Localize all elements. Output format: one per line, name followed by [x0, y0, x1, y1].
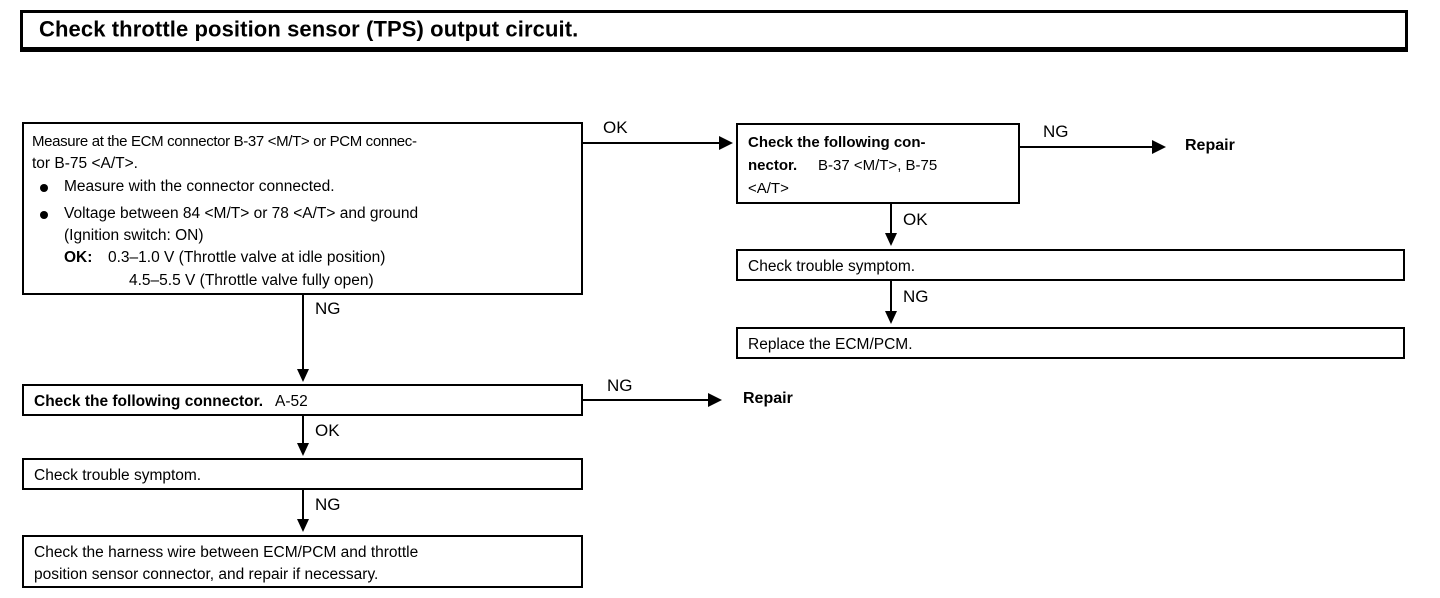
bullet-icon — [40, 211, 48, 219]
measure-box: Measure at the ECM connector B-37 <M/T> … — [22, 122, 583, 295]
connector-left-bold: Check the following connector. — [34, 393, 264, 410]
check-trouble-symptom-right-box: Check trouble symptom. — [736, 249, 1405, 281]
check-connector-left-box: Check the following connector. A-52 — [22, 384, 583, 416]
edge-trouble-left-to-harness — [302, 490, 304, 522]
check-harness-wire-box: Check the harness wire between ECM/PCM a… — [22, 535, 583, 588]
bullet-icon — [40, 184, 48, 192]
edge-label-ng-measure-connector-left: NG — [315, 299, 341, 318]
edge-connector-right-to-trouble — [890, 204, 892, 236]
trouble-right-text: Check trouble symptom. — [748, 258, 916, 275]
edge-label-ng-trouble-left-harness: NG — [315, 495, 341, 514]
edge-connector-left-to-trouble — [302, 416, 304, 446]
connector-right-bold-1: Check the following con- — [748, 134, 926, 151]
arrow-right-icon — [1152, 140, 1166, 154]
arrow-down-icon — [297, 369, 309, 382]
edge-measure-to-connector-right — [583, 142, 721, 144]
edge-label-ok-measure-connector: OK — [603, 118, 628, 137]
edge-measure-to-connector-left — [302, 295, 304, 372]
connector-right-bold-2: nector. — [748, 157, 798, 174]
measure-ok-label: OK: — [64, 249, 93, 266]
edge-label-ok-connector-left-trouble: OK — [315, 421, 340, 440]
edge-trouble-right-to-replace — [890, 281, 892, 313]
measure-ignition-note: (Ignition switch: ON) — [64, 227, 204, 244]
measure-bullet-1: Measure with the connector connected. — [64, 178, 335, 195]
replace-text: Replace the ECM/PCM. — [748, 336, 913, 353]
repair-terminal-top: Repair — [1185, 137, 1235, 154]
edge-label-ng-connector-left-repair: NG — [607, 376, 633, 395]
measure-ok-value-2: 4.5–5.5 V (Throttle valve fully open) — [129, 272, 374, 289]
connector-right-value-2: B-37 <M/T>, B-75 — [818, 157, 938, 174]
arrow-down-icon — [885, 311, 897, 324]
harness-line-2: position sensor connector, and repair if… — [34, 566, 379, 583]
arrow-right-icon — [708, 393, 722, 407]
arrow-down-icon — [297, 519, 309, 532]
check-connector-right-box: Check the following con- nector. B-37 <M… — [736, 123, 1020, 204]
edge-connector-right-to-repair — [1020, 146, 1154, 148]
connector-right-value-3: <A/T> — [748, 180, 789, 197]
measure-bullet-2: Voltage between 84 <M/T> or 78 <A/T> and… — [64, 205, 419, 222]
connector-left-value: A-52 — [275, 393, 308, 410]
measure-line-1: Measure at the ECM connector B-37 <M/T> … — [32, 133, 417, 150]
arrow-right-icon — [719, 136, 733, 150]
repair-terminal-bottom: Repair — [743, 390, 793, 407]
page-title-banner: Check throttle position sensor (TPS) out… — [20, 10, 1408, 52]
measure-line-2: tor B-75 <A/T>. — [32, 155, 138, 172]
edge-connector-left-to-repair — [583, 399, 710, 401]
check-trouble-symptom-left-box: Check trouble symptom. — [22, 458, 583, 490]
replace-ecm-pcm-box: Replace the ECM/PCM. — [736, 327, 1405, 359]
edge-label-ng-trouble-replace: NG — [903, 287, 929, 306]
arrow-down-icon — [885, 233, 897, 246]
harness-line-1: Check the harness wire between ECM/PCM a… — [34, 544, 419, 561]
edge-label-ng-connector-repair: NG — [1043, 122, 1069, 141]
page-title: Check throttle position sensor (TPS) out… — [39, 16, 579, 42]
arrow-down-icon — [297, 443, 309, 456]
edge-label-ok-connector-trouble: OK — [903, 210, 928, 229]
trouble-left-text: Check trouble symptom. — [34, 467, 202, 484]
measure-ok-value-1: 0.3–1.0 V (Throttle valve at idle positi… — [108, 249, 386, 266]
